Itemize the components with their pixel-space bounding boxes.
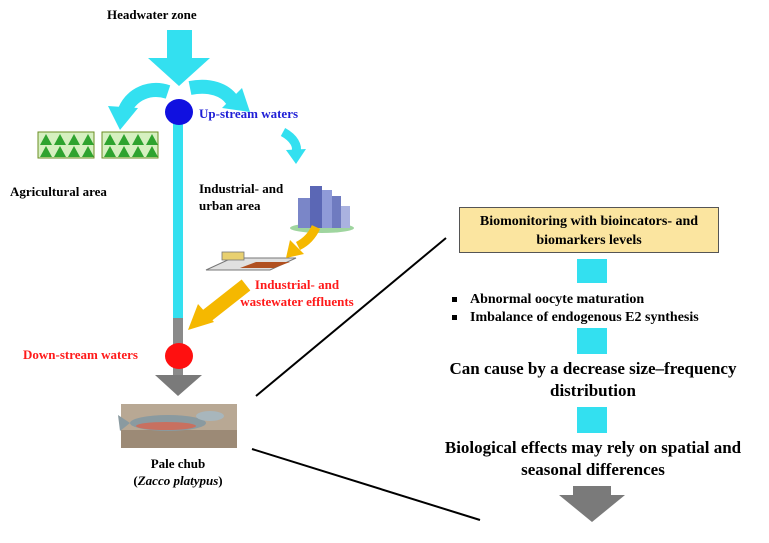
effluent-arrow-small [295,225,321,251]
biomarker-item: Abnormal oocyte maturation [450,291,699,309]
biomarker-item: Imbalance of endogenous E2 synthesis [450,309,699,327]
industrial-urban-label: Industrial- and urban area [199,181,284,213]
flow-step-3 [577,407,607,433]
curve-arrow-agriculture-head [108,106,138,130]
connector-line-lower [251,448,481,521]
species-caption: Pale chub (Zacco platypus) [118,455,238,489]
agricultural-field-icon [37,131,159,159]
upstream-dot [165,99,193,125]
city-icon [290,186,354,233]
species-latin-name: (Zacco platypus) [133,473,223,488]
effluent-arrow-large-head [188,304,214,330]
pale-chub-photo [118,404,237,448]
agricultural-label: Agricultural area [10,184,107,199]
effect-size-frequency: Can cause by a decrease size–frequency d… [449,359,737,400]
downstream-arrow [155,375,202,396]
biomonitoring-box-text: Biomonitoring with bioincators- and biom… [479,214,699,248]
flow-step-1 [577,259,607,283]
treatment-plant-icon [205,251,297,271]
effect-spatial-seasonal: Biological effects may rely on spatial a… [444,438,742,479]
downstream-label: Down-stream waters [23,347,138,362]
headwater-label: Headwater zone [107,7,197,22]
curve-arrow-upstream-head [222,88,250,112]
curve-arrow-agriculture [118,83,171,114]
effluent-arrow-large [199,279,251,324]
effluent-arrow-small-head [286,240,304,258]
curve-arrow-industrial [280,128,301,154]
biomarker-list: Abnormal oocyte maturation Imbalance of … [450,291,699,327]
headwater-arrow [148,30,210,86]
species-common-name: Pale chub [150,456,206,471]
effluents-label: Industrial- and wastewater effluents [240,277,354,309]
final-arrow-head [559,495,625,522]
upstream-label: Up-stream waters [199,106,299,121]
river-channel [173,112,183,330]
flow-step-2 [577,328,607,354]
curve-arrow-upstream [188,79,238,105]
connector-line-upper [255,237,447,397]
final-arrow-stem [573,486,611,496]
biomonitoring-box: Biomonitoring with bioincators- and biom… [459,207,719,253]
downstream-dot [165,343,193,369]
curve-arrow-industrial-head [286,149,306,164]
